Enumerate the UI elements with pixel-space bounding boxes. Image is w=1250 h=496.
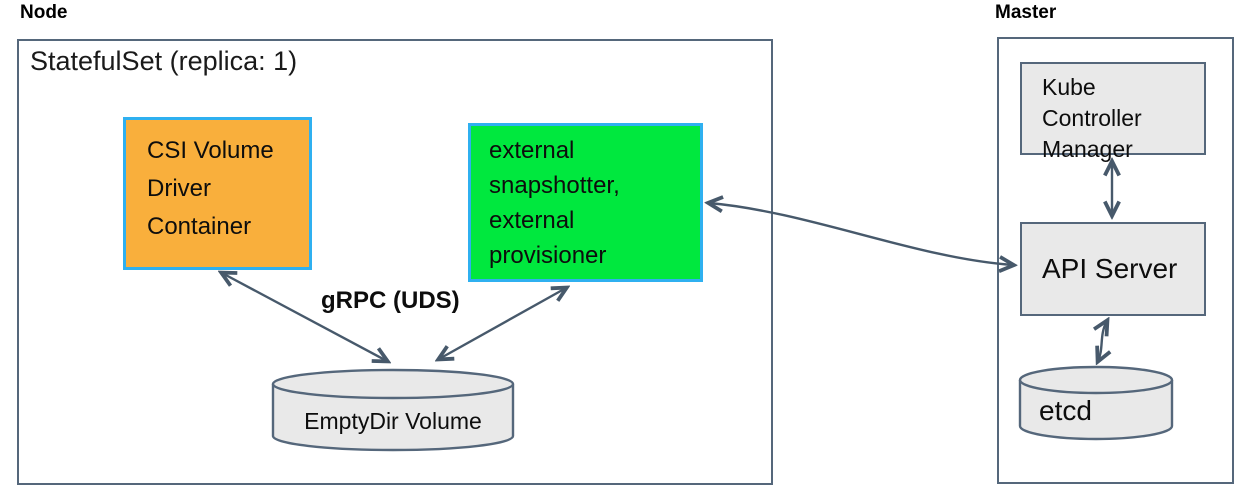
kube-controller-manager-label: Kube Controller Manager [1042, 74, 1142, 162]
emptydir-volume-label: EmptyDir Volume [304, 408, 482, 434]
sidecar-containers-label: external snapshotter, external provision… [489, 137, 620, 269]
csi-volume-driver-container-label: CSI Volume Driver Container [147, 137, 274, 240]
sidecar-containers-box: external snapshotter, external provision… [468, 123, 703, 282]
grpc-uds-label: gRPC (UDS) [321, 287, 460, 314]
etcd-label: etcd [1039, 395, 1092, 426]
node-group-label: Node [20, 2, 68, 23]
master-group-label: Master [995, 2, 1057, 23]
csi-volume-driver-container-box: CSI Volume Driver Container [123, 117, 312, 270]
api-server-box: API Server [1020, 222, 1206, 316]
api-server-label: API Server [1042, 253, 1178, 284]
kube-controller-manager-box: Kube Controller Manager [1020, 62, 1206, 162]
statefulset-title: StatefulSet (replica: 1) [30, 46, 298, 76]
